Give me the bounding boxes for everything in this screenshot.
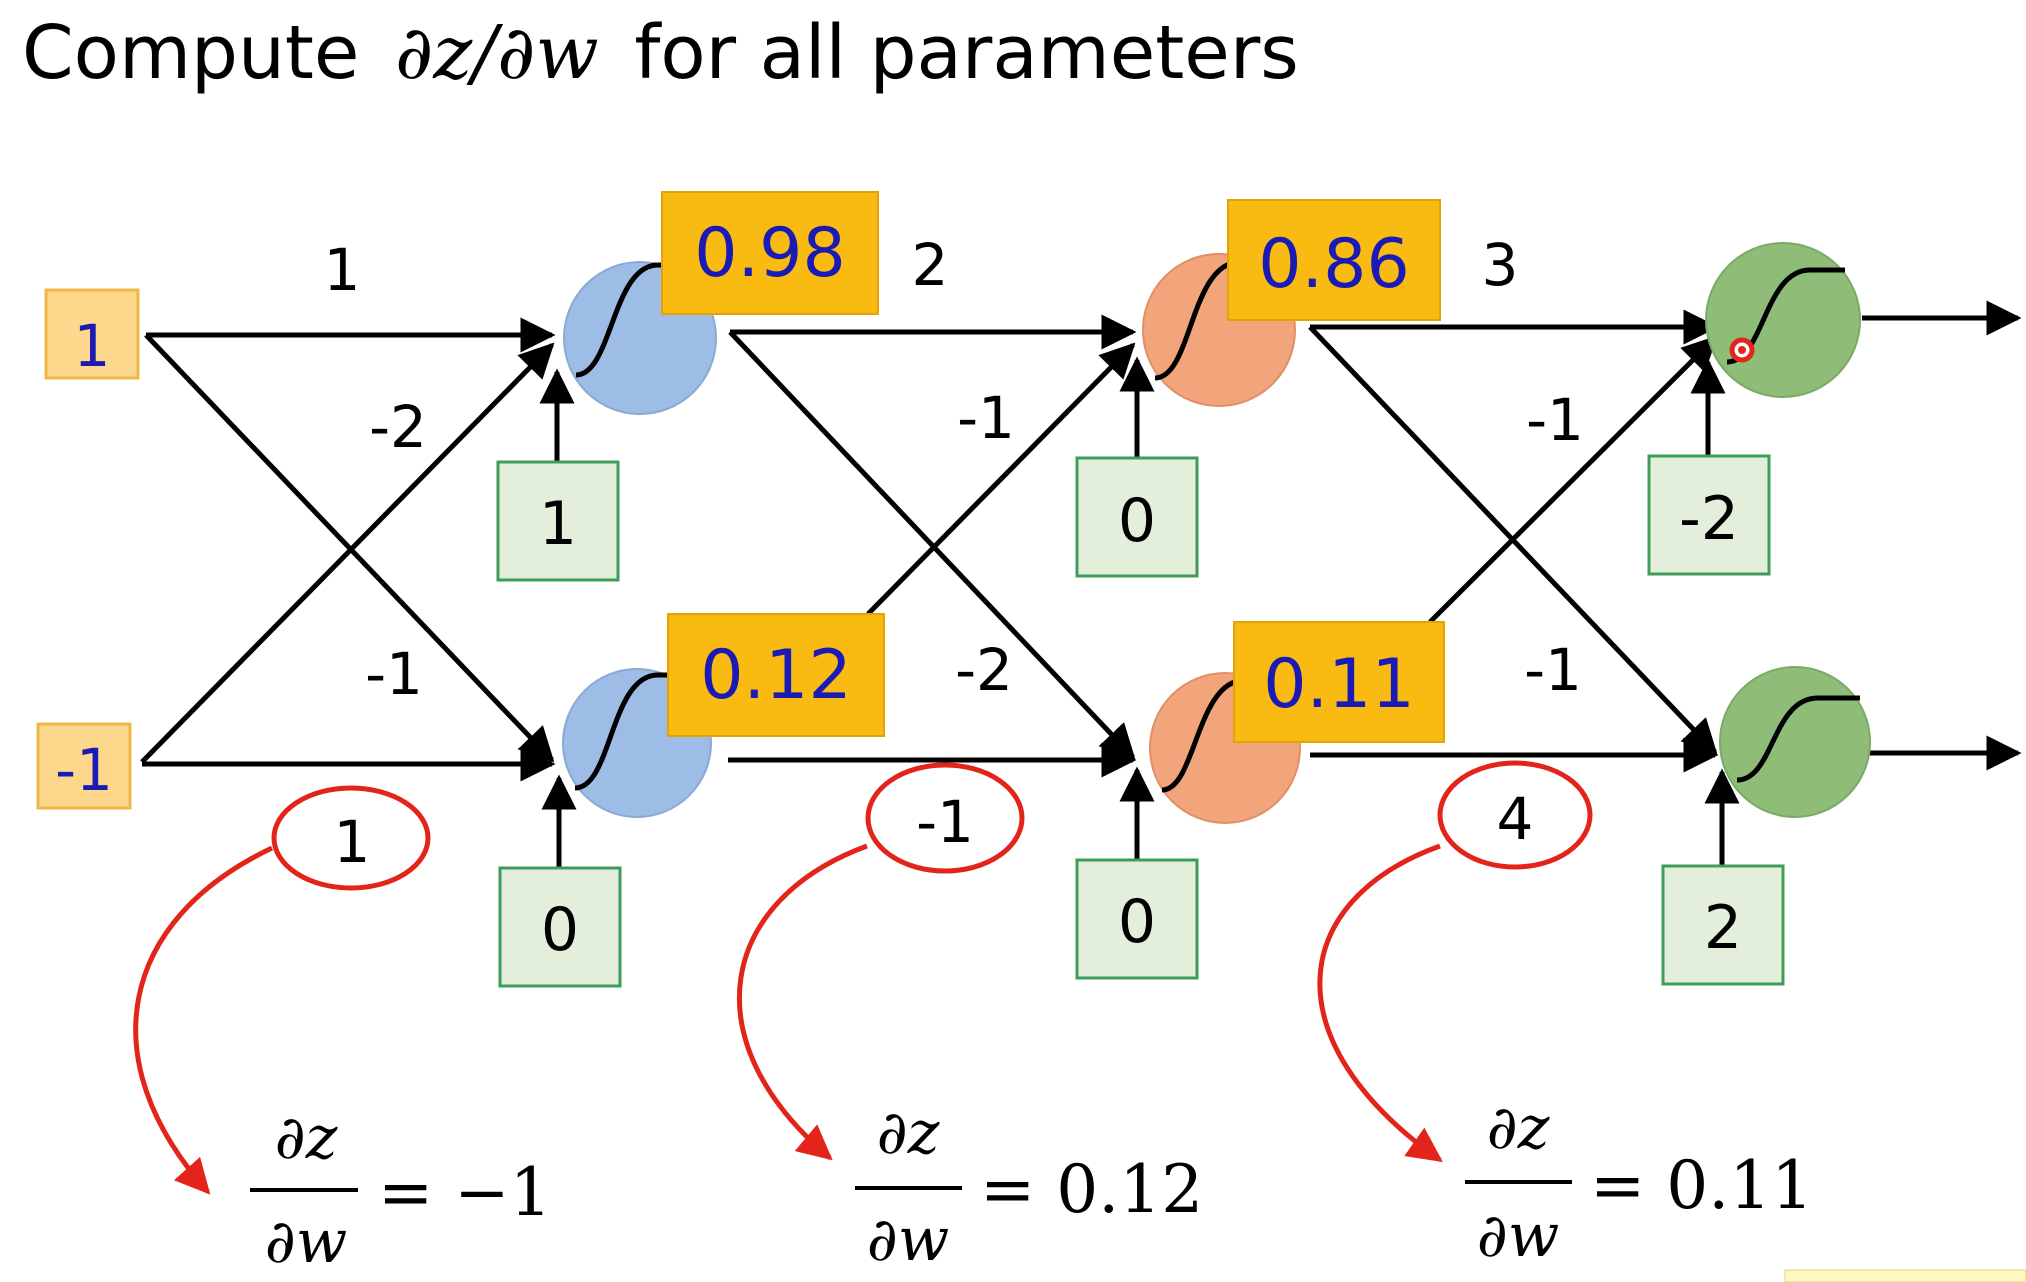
derivative-formula-1: ∂z ∂w = −1 [250, 1103, 552, 1277]
edge-h2-g1 [866, 342, 1136, 616]
derivative-formula-3: ∂z ∂w = 0.11 [1465, 1093, 1813, 1271]
edge-in1-h2 [144, 333, 555, 763]
weight-l3-top-straight: 3 [1482, 231, 1519, 299]
activation-box-l1-bottom: 0.12 [667, 613, 885, 737]
weight-l2-top-straight: 2 [912, 231, 949, 299]
layer1-connections [140, 317, 577, 870]
neuron-layer3-bottom [1719, 666, 1871, 818]
weight-l1-bottom-cross: -1 [365, 640, 423, 708]
input-box-2: -1 [36, 722, 132, 810]
svg-text:= 0.12: = 0.12 [980, 1151, 1203, 1228]
svg-text:0.12: 0.12 [700, 636, 851, 715]
svg-text:0.98: 0.98 [694, 214, 845, 293]
bias-box-l1-bottom: 0 [498, 866, 622, 988]
red-arrow-3 [1317, 843, 1443, 1163]
edge-h1-g2 [728, 330, 1136, 760]
activation-box-l2-top: 0.86 [1227, 199, 1441, 321]
svg-text:= 0.11: = 0.11 [1590, 1147, 1813, 1224]
weight-l2-bottom-cross: -2 [955, 636, 1013, 704]
svg-text:-1: -1 [916, 788, 974, 856]
annotation-arrows [133, 843, 1443, 1195]
weight-l2-top-cross: -1 [957, 384, 1015, 452]
svg-text:-2: -2 [1679, 484, 1739, 554]
svg-text:∂z: ∂z [1487, 1093, 1550, 1163]
weight-l1-top-straight: 1 [324, 236, 361, 304]
svg-text:0.11: 0.11 [1263, 645, 1414, 724]
bias-box-l3-top: -2 [1647, 454, 1771, 576]
layer2-connections [728, 314, 1155, 862]
svg-text:1: 1 [539, 489, 577, 559]
svg-text:∂w: ∂w [867, 1205, 949, 1275]
circled-weight-2: -1 [865, 762, 1025, 874]
derivative-formula-2: ∂z ∂w = 0.12 [855, 1098, 1203, 1275]
bias-box-l2-top: 0 [1075, 456, 1199, 578]
svg-text:0: 0 [1118, 887, 1156, 957]
red-arrow-1 [133, 845, 274, 1195]
weight-l3-top-cross: -1 [1526, 386, 1584, 454]
activation-box-l2-bottom: 0.11 [1233, 621, 1445, 743]
circled-weight-1: 1 [271, 785, 431, 891]
input-box-1: 1 [44, 288, 140, 380]
svg-text:0: 0 [541, 895, 579, 965]
edge-in2-h1 [140, 342, 555, 764]
svg-text:∂z: ∂z [275, 1103, 338, 1173]
svg-text:∂z: ∂z [877, 1098, 940, 1168]
layer3-connections [1308, 300, 2022, 866]
edge-g2-o1 [1428, 335, 1718, 624]
svg-text:0.86: 0.86 [1258, 225, 1409, 304]
red-arrow-2 [736, 843, 868, 1161]
weight-l1-top-cross: -2 [369, 393, 427, 461]
svg-text:∂w: ∂w [1477, 1201, 1559, 1271]
svg-text:1: 1 [334, 808, 371, 876]
svg-text:2: 2 [1704, 893, 1742, 963]
svg-text:= −1: = −1 [378, 1154, 552, 1231]
weight-labels: 1 -2 -1 2 -1 -2 3 -1 -1 [324, 231, 1584, 708]
bias-box-l3-bottom: 2 [1661, 864, 1785, 986]
svg-text:∂w: ∂w [265, 1207, 347, 1277]
bias-box-l1-top: 1 [496, 460, 620, 582]
circled-weight-3: 4 [1437, 760, 1593, 870]
weight-l3-bottom-cross: -1 [1524, 636, 1582, 704]
activation-box-l1-top: 0.98 [661, 191, 879, 315]
corner-highlight [1784, 1269, 2026, 1282]
page-title: Compute ∂z/∂w for all parameters [22, 10, 1299, 96]
neuron-layer3-top [1705, 242, 1861, 398]
svg-text:1: 1 [74, 312, 111, 380]
svg-text:-1: -1 [55, 736, 113, 804]
bias-box-l2-bottom: 0 [1075, 858, 1199, 980]
svg-text:4: 4 [1497, 785, 1534, 853]
svg-text:0: 0 [1118, 486, 1156, 556]
